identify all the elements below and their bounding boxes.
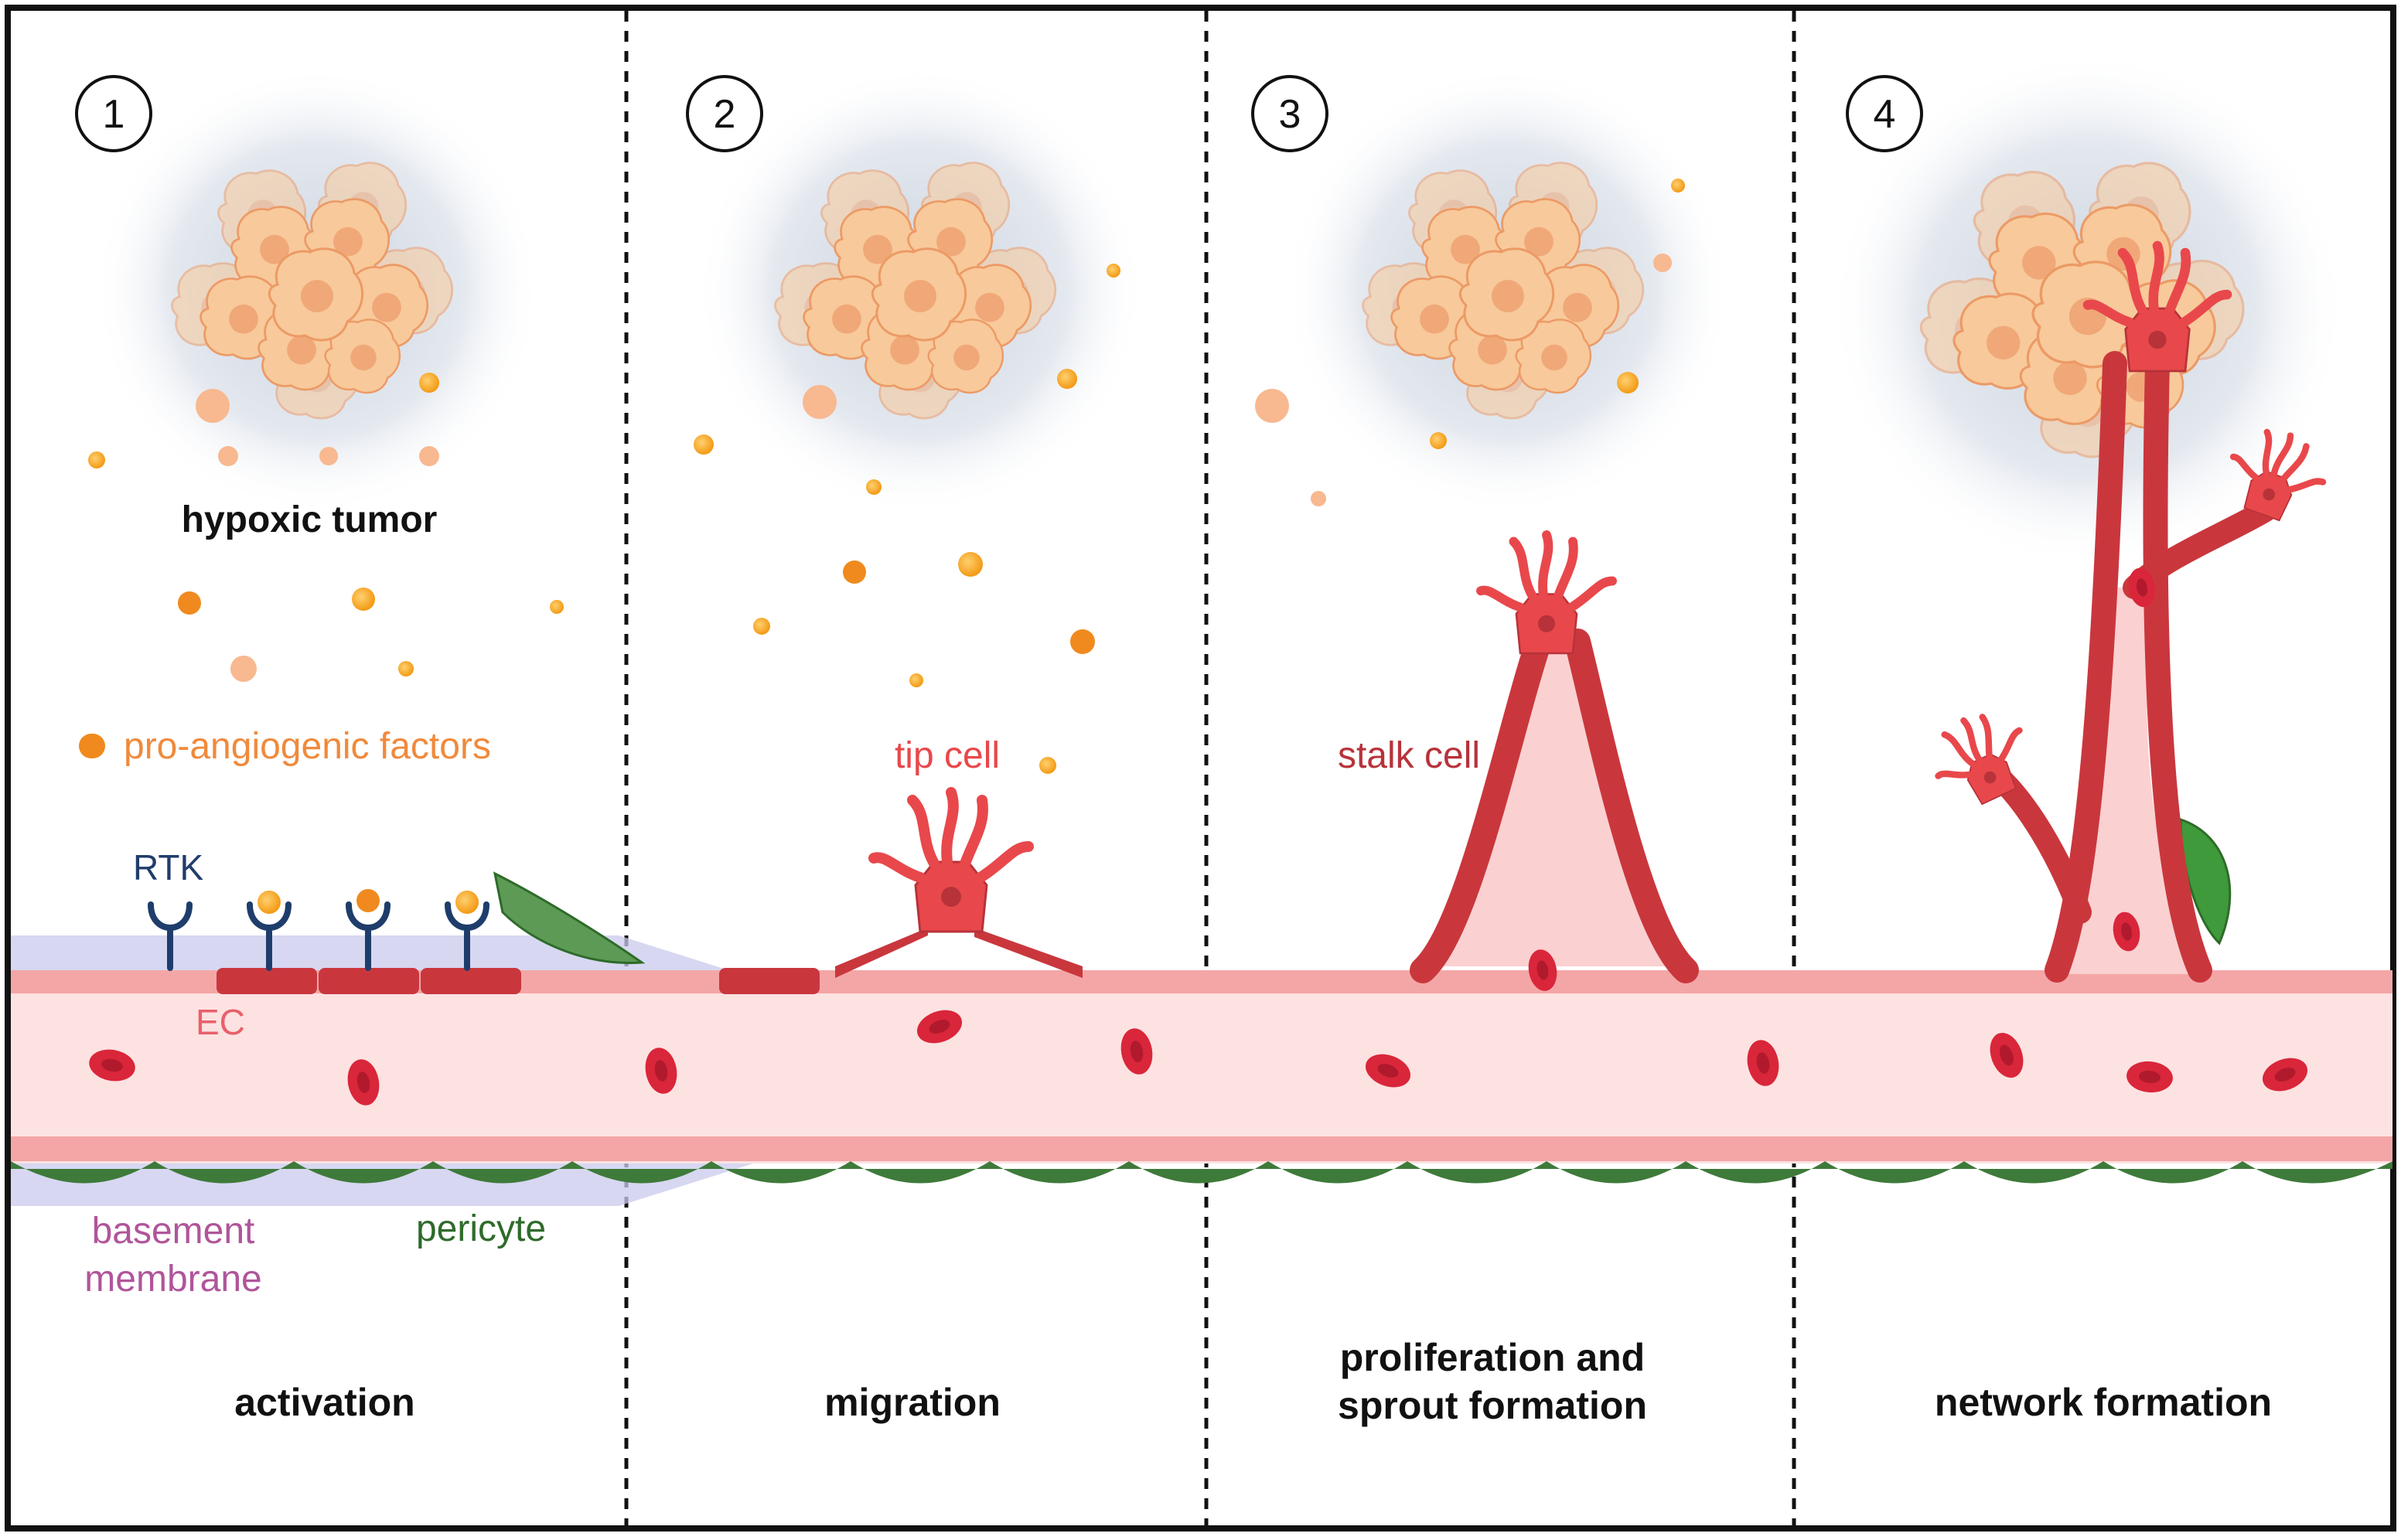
stalk-cell-label: stalk cell (1337, 735, 1481, 776)
basement-membrane-line-2: membrane (84, 1259, 262, 1300)
tip-cell-label: tip cell (894, 735, 1001, 776)
stage-3-line-1: proliferation and (1339, 1336, 1646, 1379)
panel-4-number: 4 (1873, 92, 1896, 137)
stage-proliferation-sprout: proliferation and sprout formation (1338, 1334, 1647, 1429)
panel-3-number: 3 (1278, 92, 1301, 137)
stage-activation: activation (234, 1381, 415, 1424)
rtk-receptors (148, 901, 489, 971)
pericyte-label: pericyte (415, 1208, 547, 1249)
pericyte-layer (11, 1161, 2392, 1184)
stage-3-line-2: sprout formation (1338, 1384, 1647, 1427)
pro-angiogenic-factors-label: pro-angiogenic factors (124, 726, 491, 767)
ec-label: EC (196, 1002, 245, 1042)
panel-1-number: 1 (102, 92, 125, 137)
panel-2-number: 2 (713, 92, 736, 137)
hypoxic-tumor-label: hypoxic tumor (181, 499, 438, 540)
rtk-label: RTK (133, 847, 204, 888)
stage-migration: migration (824, 1381, 1001, 1424)
basement-membrane-label: basement membrane (84, 1208, 261, 1303)
basement-membrane-line-1: basement (91, 1211, 255, 1252)
stage-network-formation: network formation (1934, 1381, 2273, 1424)
